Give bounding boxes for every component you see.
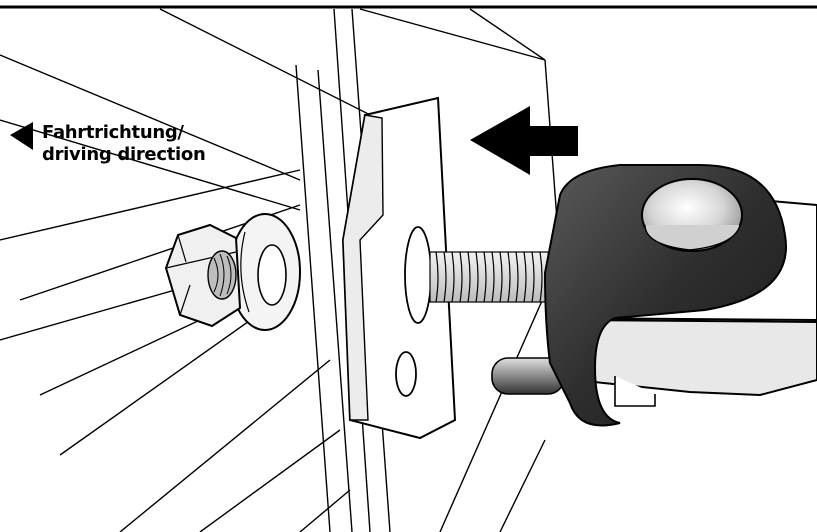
washer [229, 213, 301, 331]
mounting-plate [341, 96, 457, 440]
label-line-1: Fahrtrichtung/ [42, 122, 184, 143]
plate-hole-upper [404, 226, 432, 324]
left-triangle-arrow-icon [10, 122, 33, 150]
hitch-bracket [543, 164, 787, 427]
label-line-2: driving direction [42, 144, 206, 165]
plate-hole-lower [395, 351, 417, 397]
threaded-bolt [429, 251, 561, 303]
hex-nut [164, 223, 242, 328]
left-block-arrow-icon [470, 106, 578, 175]
driving-direction-label: Fahrtrichtung/ driving direction [42, 122, 206, 166]
